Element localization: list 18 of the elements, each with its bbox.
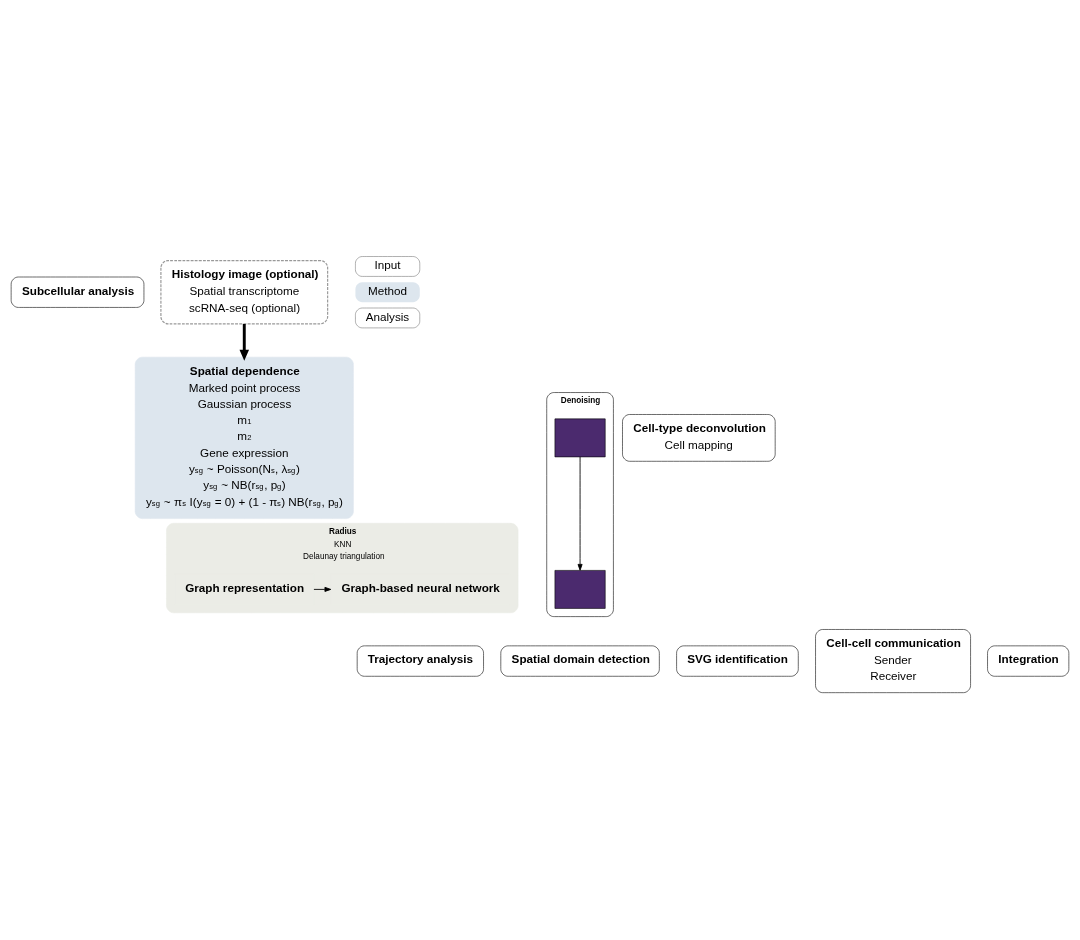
node-box: Spatial domain detection (500, 645, 660, 677)
legend-label: Method (368, 283, 407, 297)
node-box (554, 418, 606, 457)
legend-label: Input (374, 257, 401, 271)
node-box: Cell-type deconvolution Cell mapping (622, 413, 776, 462)
arrow (313, 586, 332, 592)
legend-label: Analysis (365, 309, 410, 323)
node-box: Cell-cell communication Sender Receiver (815, 628, 971, 693)
node-box: Subcellular analysis (10, 276, 145, 308)
node-box: Trajectory analysis (356, 645, 484, 677)
node-box: Integration (987, 645, 1070, 677)
node-box: Histology image (optional) Spatial transcriptome scRNA-seq (optional) (160, 259, 329, 324)
arrow (239, 323, 250, 361)
arrow (577, 455, 583, 571)
node-text: Graph-based neural network (341, 580, 500, 594)
node-box (554, 569, 606, 609)
node-text: Graph representation (185, 580, 305, 594)
node-box: SVG identification (676, 645, 799, 677)
